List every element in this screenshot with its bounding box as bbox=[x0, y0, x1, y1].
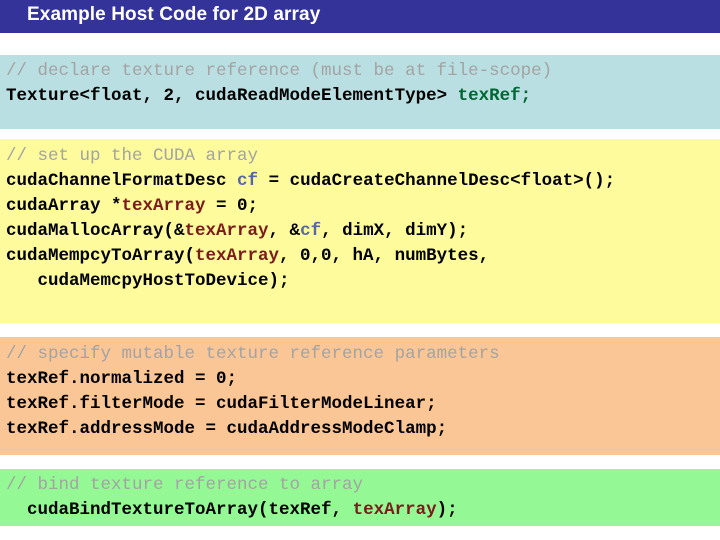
code-block-declare-lines: // declare texture reference (must be at… bbox=[0, 55, 720, 109]
code-token: cudaMempcyToArray( bbox=[6, 246, 196, 266]
code-comment: // declare texture reference (must be at… bbox=[6, 61, 553, 81]
code-token: cf bbox=[300, 221, 322, 241]
code-token: texRef.normalized = 0; bbox=[6, 369, 238, 389]
code-block-setup: // set up the CUDA array cudaChannelForma… bbox=[0, 139, 720, 323]
code-token: texArray bbox=[184, 221, 269, 241]
code-line: texRef.normalized = 0; bbox=[0, 367, 720, 392]
code-line: // set up the CUDA array bbox=[0, 144, 720, 169]
code-block-bind: // bind texture reference to array cudaB… bbox=[0, 469, 720, 526]
code-line: texRef.filterMode = cudaFilterModeLinear… bbox=[0, 392, 720, 417]
code-comment: // specify mutable texture reference par… bbox=[6, 344, 500, 364]
page-title: Example Host Code for 2D array bbox=[27, 4, 321, 25]
code-token: cudaMallocArray(& bbox=[6, 221, 185, 241]
code-token: = cudaCreateChannelDesc<float>(); bbox=[258, 171, 616, 191]
code-token: texRef; bbox=[457, 86, 532, 106]
code-token: cudaChannelFormatDesc bbox=[6, 171, 238, 191]
code-token: texRef.addressMode = cudaAddressModeClam… bbox=[6, 419, 448, 439]
code-line: cudaMempcyToArray(texArray, 0,0, hA, num… bbox=[0, 244, 720, 269]
code-block-params: // specify mutable texture reference par… bbox=[0, 337, 720, 455]
code-line: cudaArray *texArray = 0; bbox=[0, 194, 720, 219]
code-line: texRef.addressMode = cudaAddressModeClam… bbox=[0, 417, 720, 442]
code-line: // bind texture reference to array bbox=[0, 473, 720, 498]
code-line: // declare texture reference (must be at… bbox=[0, 59, 720, 84]
code-line: Texture<float, 2, cudaReadModeElementTyp… bbox=[0, 84, 720, 109]
code-token: Texture<float, 2, cudaReadModeElementTyp… bbox=[6, 86, 458, 106]
code-token: cudaArray * bbox=[6, 196, 122, 216]
code-token: texArray bbox=[352, 500, 437, 520]
code-token: , & bbox=[268, 221, 301, 241]
code-token: texArray bbox=[121, 196, 206, 216]
code-token: texArray bbox=[195, 246, 280, 266]
code-comment: // set up the CUDA array bbox=[6, 146, 259, 166]
code-block-params-lines: // specify mutable texture reference par… bbox=[0, 337, 720, 442]
code-token: cudaBindTextureToArray(texRef, bbox=[6, 500, 353, 520]
code-block-declare: // declare texture reference (must be at… bbox=[0, 55, 720, 129]
code-block-setup-lines: // set up the CUDA array cudaChannelForma… bbox=[0, 139, 720, 294]
code-line: cudaMallocArray(&texArray, &cf, dimX, di… bbox=[0, 219, 720, 244]
code-line: // specify mutable texture reference par… bbox=[0, 342, 720, 367]
code-block-bind-lines: // bind texture reference to array cudaB… bbox=[0, 469, 720, 523]
code-comment: // bind texture reference to array bbox=[6, 475, 364, 495]
code-line: cudaMemcpyHostToDevice); bbox=[0, 269, 720, 294]
code-token: = 0; bbox=[205, 196, 259, 216]
code-line: cudaChannelFormatDesc cf = cudaCreateCha… bbox=[0, 169, 720, 194]
code-token: cf bbox=[237, 171, 259, 191]
code-token: ); bbox=[436, 500, 458, 520]
slide-title-bar: Example Host Code for 2D array bbox=[0, 0, 720, 33]
code-token: texRef.filterMode = cudaFilterModeLinear… bbox=[6, 394, 437, 414]
code-token: , 0,0, hA, numBytes, bbox=[279, 246, 490, 266]
code-line: cudaBindTextureToArray(texRef, texArray)… bbox=[0, 498, 720, 523]
code-token: , dimX, dimY); bbox=[321, 221, 469, 241]
code-token: cudaMemcpyHostToDevice); bbox=[6, 271, 290, 291]
